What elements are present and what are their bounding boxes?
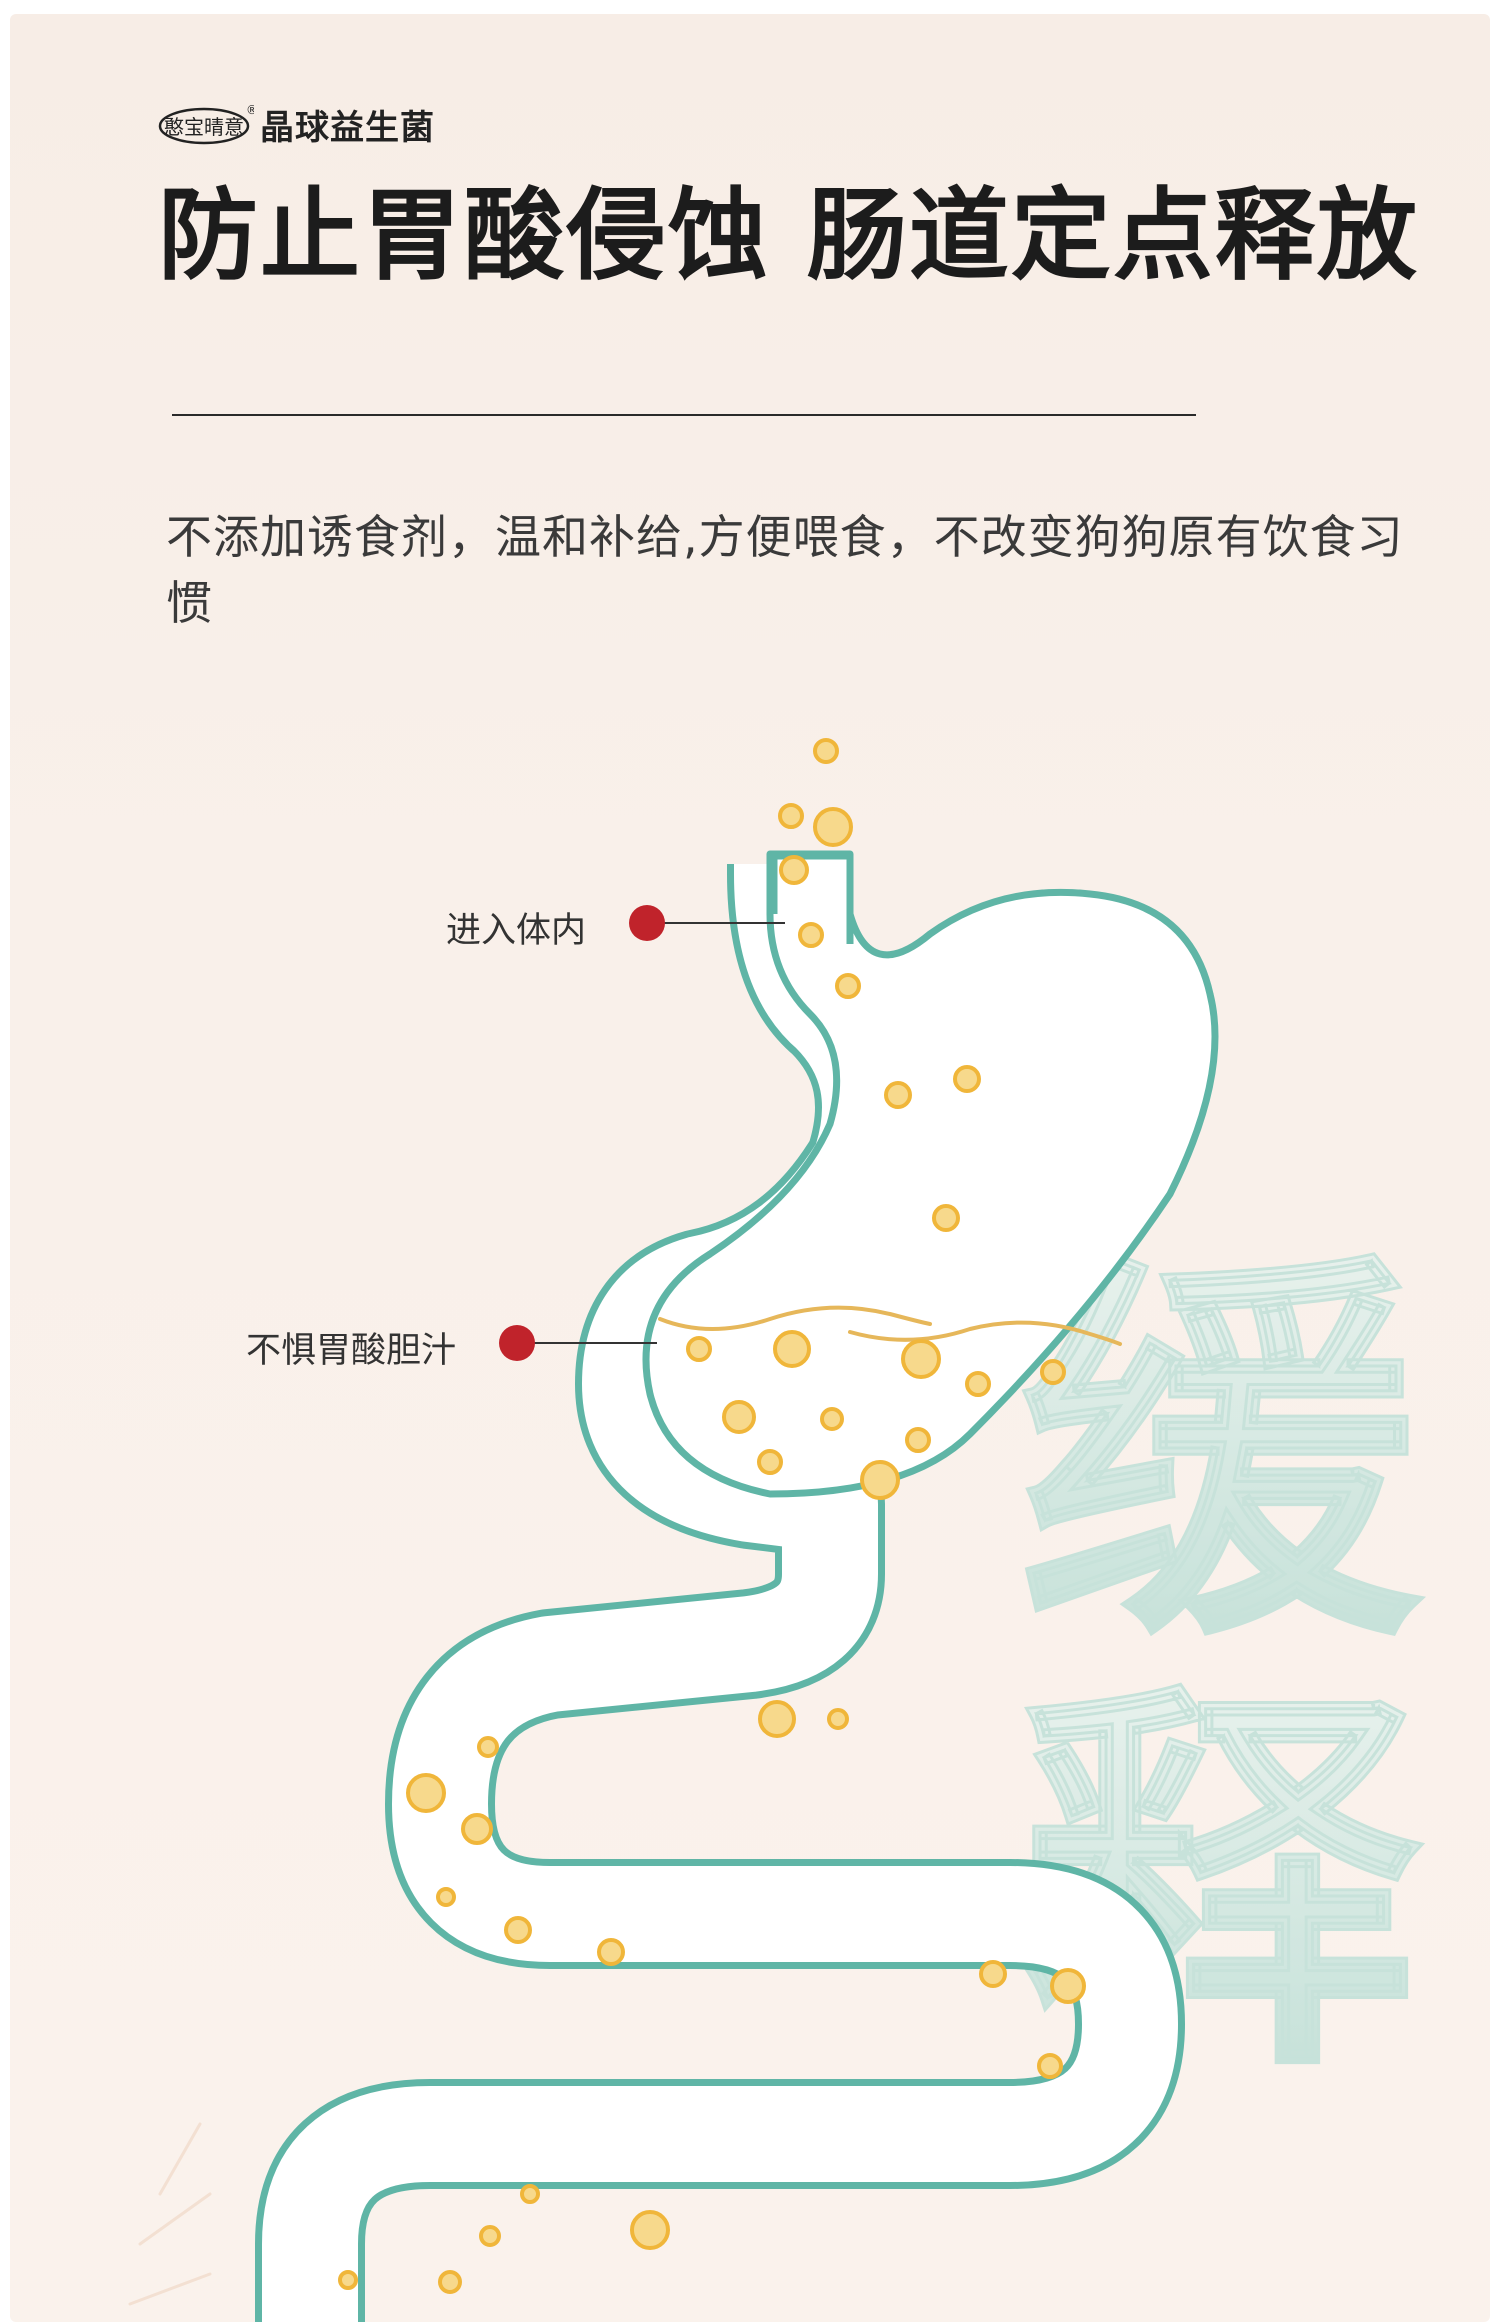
brand-name: 晶球益生菌 [260,108,435,148]
label-acid-resistant: 不惧胃酸胆汁 [246,1331,457,1371]
description-text: 不添加诱食剂，温和补给,方便喂食，不改变狗狗原有饮食习惯 [166,510,1404,630]
brand-logo-text: 憨宝晴意 [164,115,244,139]
headline-part-1: 防止胃酸侵蚀 肠道 [158,177,1011,294]
page-title: 防止胃酸侵蚀 肠道定点释放 [158,176,1419,296]
headline-highlight: 定点 [1010,177,1215,294]
probiotic-particles [338,738,1086,2294]
brand: 憨宝晴意 ® 晶球益生菌 [158,100,435,149]
callout-acid-resistant [499,1325,657,1361]
label-enter-body: 进入体内 [446,911,587,951]
digestive-tract-diagram: 缓 释 [128,738,1428,2322]
sparkle-decoration [128,2122,212,2306]
headline-part-2: 释放 [1214,177,1419,294]
acid-wave [658,1305,1122,1346]
callout-enter-body [629,905,785,941]
page-background: 憨宝晴意 ® 晶球益生菌 防止胃酸侵蚀 肠道定点释放 不添加诱食剂，温和补给,方… [10,14,1490,2322]
title-divider [172,414,1196,416]
